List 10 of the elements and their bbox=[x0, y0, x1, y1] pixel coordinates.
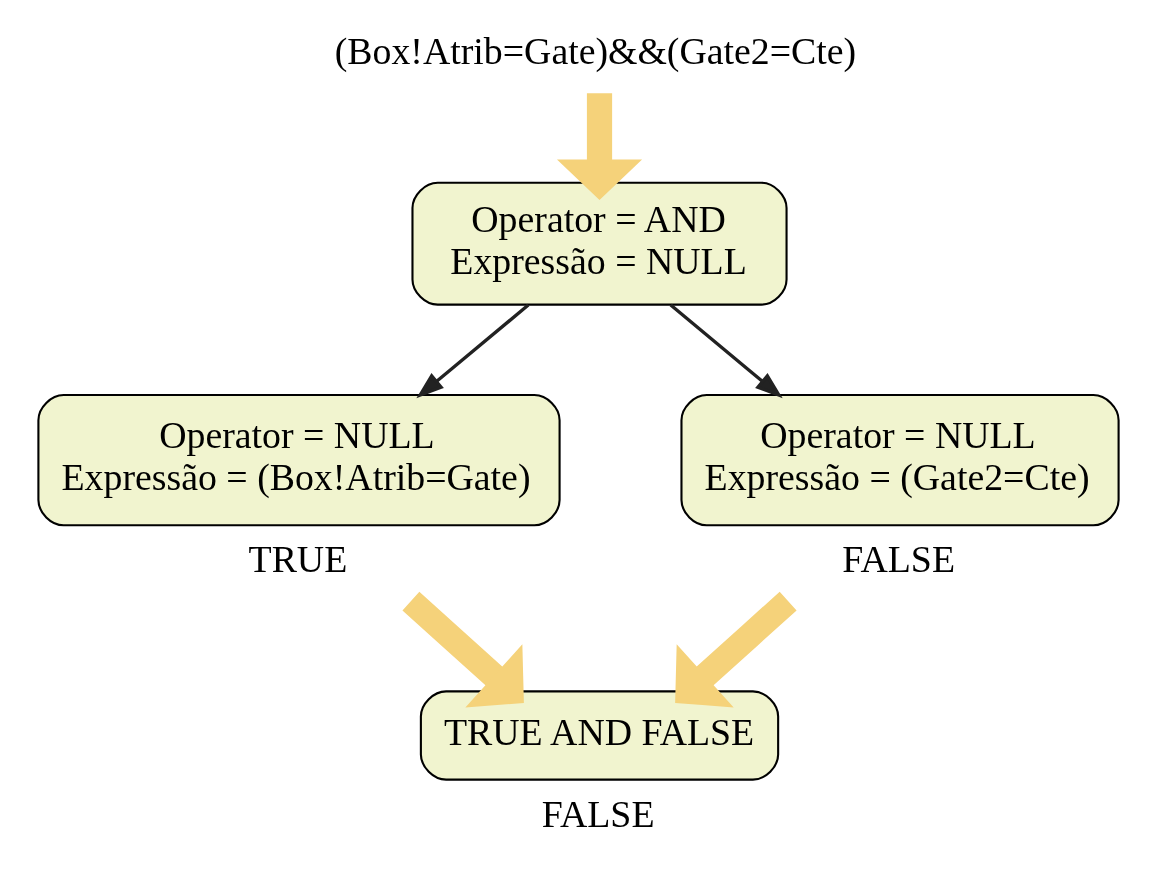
node-box: Operator = AND Expressão = NULL bbox=[410, 181, 788, 306]
node-label: FALSE bbox=[541, 792, 654, 835]
arrow bbox=[415, 303, 529, 399]
node-text: (Box!Atrib=Gate)&&(Gate2=Cte) bbox=[334, 29, 856, 72]
arrow bbox=[556, 93, 642, 200]
node-label: FALSE bbox=[841, 538, 955, 581]
arrow bbox=[669, 303, 783, 399]
arrow bbox=[674, 591, 797, 708]
arrow bbox=[401, 591, 524, 708]
node-label: TRUE bbox=[248, 538, 347, 581]
